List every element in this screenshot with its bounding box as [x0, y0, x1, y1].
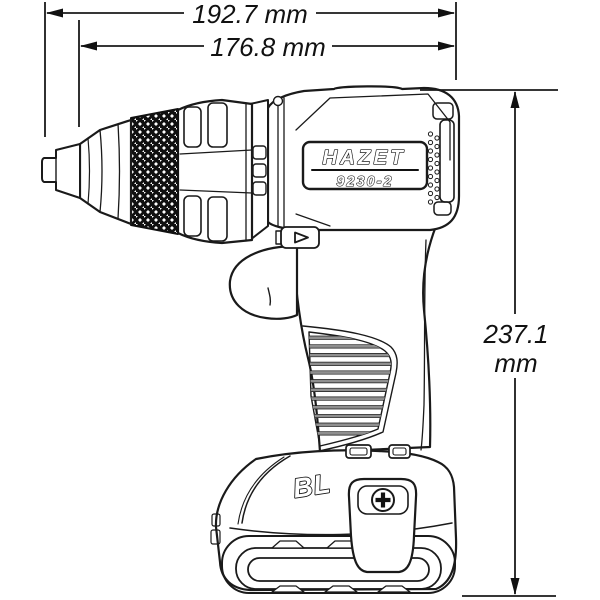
- rear-cap-top: [432, 102, 454, 120]
- arrowhead-right-icon: [438, 41, 455, 51]
- clutch-collar: [176, 98, 254, 245]
- height-unit-label: mm: [494, 348, 537, 378]
- motor-housing: HAZET 9230-2: [266, 85, 461, 232]
- rear-cap-bottom: [433, 201, 452, 216]
- drill-handle: [290, 224, 438, 454]
- vent-holes: [427, 131, 440, 205]
- arrowhead-left-icon: [46, 8, 63, 18]
- phillips-screw-icon: [371, 488, 395, 512]
- dimension-height: 237.1 mm: [482, 91, 550, 595]
- housing-length-label: 176.8 mm: [210, 32, 326, 62]
- dimension-housing-length: 176.8 mm: [80, 32, 455, 62]
- dimension-annotations: 192.7 mm 176.8 mm 237.1 mm: [44, 0, 558, 597]
- arrowhead-left-icon: [80, 41, 97, 51]
- grip-ribs: [309, 335, 392, 436]
- arrowhead-right-icon: [438, 8, 455, 18]
- model-number: 9230-2: [336, 174, 393, 190]
- knurled-chuck-ring: [130, 108, 179, 235]
- brand-plate: HAZET 9230-2: [301, 140, 429, 191]
- overall-length-label: 192.7 mm: [192, 0, 308, 29]
- brand-logo: HAZET: [322, 146, 405, 169]
- battery-latch-buttons: [345, 444, 411, 459]
- chuck-tip: [41, 143, 81, 199]
- arrowhead-up-icon: [510, 91, 520, 108]
- dimension-overall-length: 192.7 mm: [46, 0, 455, 29]
- battery-pack: BL: [210, 444, 458, 594]
- trigger: [228, 244, 299, 320]
- height-value-label: 237.1: [482, 319, 548, 349]
- battery-bl-badge: BL: [291, 468, 333, 504]
- battery-base: [221, 535, 456, 594]
- chuck-sleeve: [78, 118, 133, 226]
- forward-triangle-icon: [294, 231, 309, 244]
- direction-switch: [275, 226, 320, 249]
- hanging-loop: [272, 95, 284, 107]
- belt-clip: [347, 477, 418, 574]
- arrowhead-down-icon: [510, 578, 520, 595]
- cordless-drill-drawing: BL HAZET 9230: [41, 85, 461, 594]
